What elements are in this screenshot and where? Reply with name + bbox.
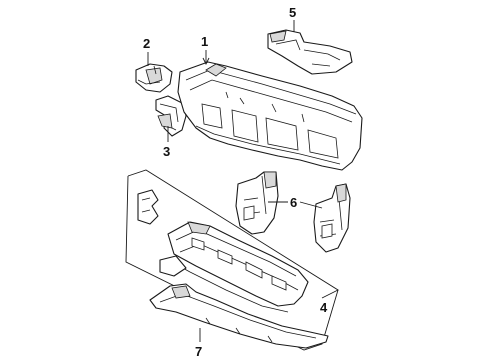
part-gusset — [137, 189, 159, 225]
part-4-lower-panel — [159, 221, 309, 313]
part-2-bracket — [135, 63, 173, 93]
leader-1-arrow — [202, 57, 210, 66]
callout-6: 6 — [290, 195, 297, 210]
part-7-lower-shield — [149, 283, 329, 349]
part-1-radiator-support — [177, 61, 363, 171]
callout-1: 1 — [201, 34, 208, 49]
part-6-bracket-left — [235, 171, 279, 235]
callout-4: 4 — [320, 300, 328, 315]
callout-2: 2 — [143, 36, 150, 51]
part-5-cover — [267, 29, 353, 75]
part-6-bracket-right — [313, 183, 351, 253]
part-4-assembly-frame — [125, 169, 339, 351]
part-3-bracket — [155, 95, 187, 137]
callout-7: 7 — [195, 344, 202, 359]
leader-6b — [299, 201, 323, 209]
leader-lines — [147, 20, 323, 342]
callout-3: 3 — [163, 144, 170, 159]
callout-5: 5 — [289, 5, 296, 20]
